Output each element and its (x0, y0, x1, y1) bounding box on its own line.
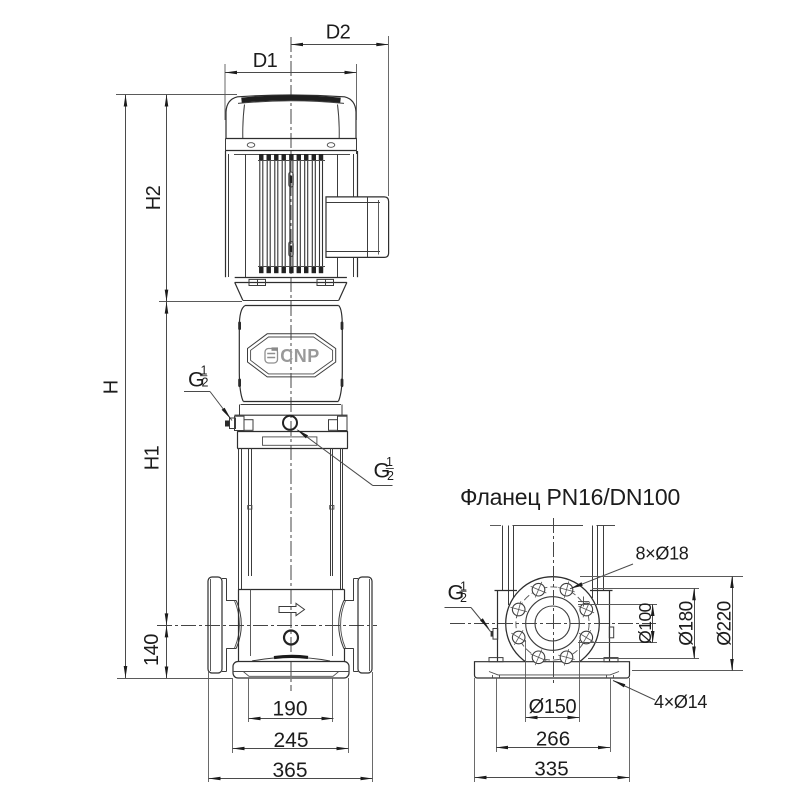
svg-text:365: 365 (272, 759, 307, 782)
svg-text:4×Ø14: 4×Ø14 (654, 692, 707, 712)
svg-text:Ø180: Ø180 (677, 601, 698, 645)
svg-text:H: H (101, 380, 123, 394)
svg-text:D2: D2 (326, 22, 351, 44)
svg-text:2: 2 (460, 591, 467, 605)
svg-text:H2: H2 (143, 185, 165, 210)
svg-text:335: 335 (534, 758, 568, 781)
svg-text:G: G (188, 368, 205, 392)
svg-text:CNP: CNP (280, 346, 320, 366)
svg-text:1: 1 (386, 455, 393, 469)
svg-text:1: 1 (201, 364, 208, 378)
svg-text:G: G (448, 581, 465, 605)
svg-text:2: 2 (387, 469, 394, 483)
svg-text:Ø150: Ø150 (529, 696, 577, 718)
svg-text:8×Ø18: 8×Ø18 (635, 544, 688, 564)
svg-text:G: G (374, 459, 391, 483)
svg-text:266: 266 (536, 728, 570, 751)
svg-text:245: 245 (273, 729, 308, 752)
svg-text:D1: D1 (253, 50, 278, 72)
svg-text:Ø100: Ø100 (635, 602, 655, 644)
svg-text:1: 1 (460, 579, 467, 593)
svg-text:2: 2 (202, 376, 209, 390)
svg-text:190: 190 (272, 698, 307, 721)
svg-text:Ø220: Ø220 (715, 601, 736, 645)
svg-text:140: 140 (141, 634, 163, 666)
svg-text:H1: H1 (142, 445, 164, 470)
svg-text:Фланец PN16/DN100: Фланец PN16/DN100 (460, 484, 680, 510)
